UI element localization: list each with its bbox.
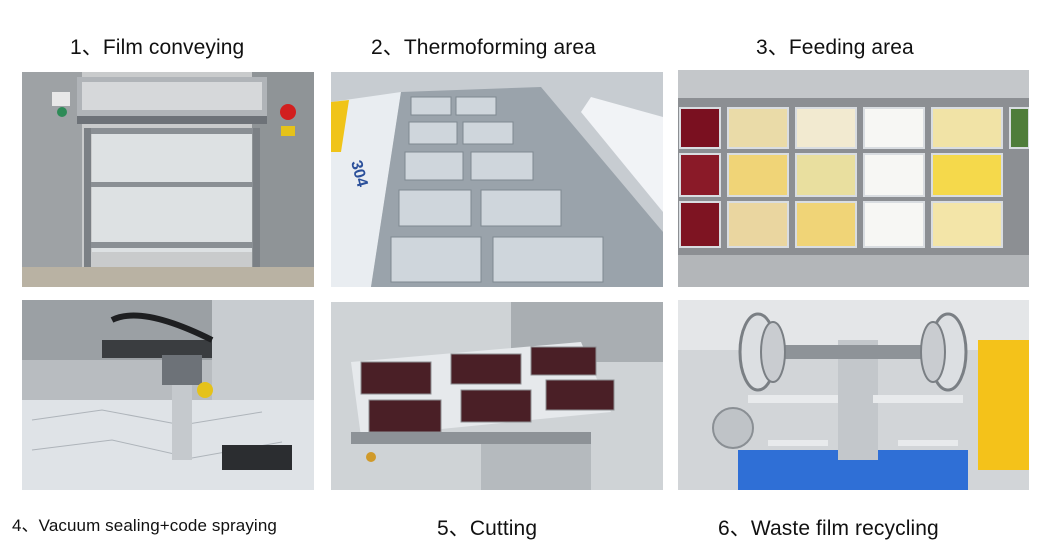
photo-film-conveying (22, 72, 314, 287)
caption-film-conveying: 1、Film conveying (70, 36, 245, 59)
photo-vacuum-sealing (22, 300, 314, 490)
caption-thermoforming-area: 2、Thermoforming area (371, 36, 596, 59)
caption-waste-film-recycling: 6、Waste film recycling (718, 517, 939, 540)
caption-vacuum-sealing: 4、Vacuum sealing+code spraying (12, 516, 277, 535)
photo-thermoforming-area: 304 (331, 72, 663, 287)
steel-plate-label: 304 (347, 159, 370, 189)
photo-cutting (331, 302, 663, 490)
photo-feeding-area (678, 70, 1029, 287)
red-stop-button (280, 104, 296, 120)
caption-cutting: 5、Cutting (437, 517, 538, 540)
caption-feeding-area: 3、Feeding area (756, 36, 914, 59)
photo-waste-film-recycling (678, 300, 1029, 490)
